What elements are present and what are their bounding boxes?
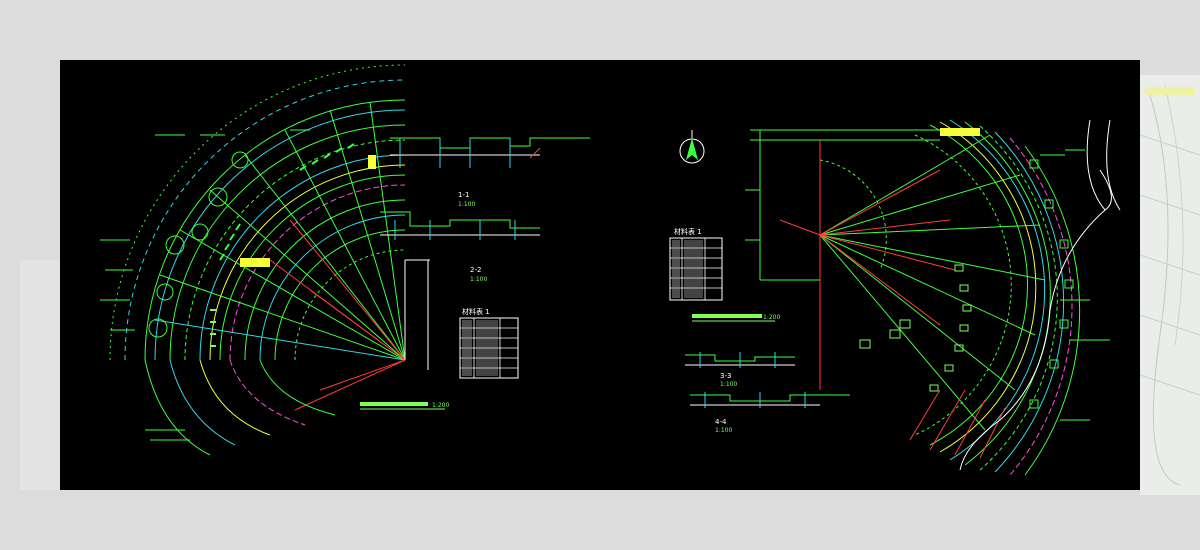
right-materials-table: 材料表 1 (669, 227, 723, 301)
section-4-4-drawing (690, 392, 820, 408)
right-curved-plan (745, 119, 1121, 476)
section-3-3-drawing (685, 352, 795, 368)
section-4-4-label: 4-4 (715, 418, 727, 426)
left-materials-table-title: 材料表 1 (462, 307, 490, 316)
section-2-2-label: 2-2 (470, 266, 481, 274)
right-plan-scale: 1:200 (763, 314, 780, 321)
section-1-1-drawing (390, 137, 590, 168)
section-2-2-drawing (380, 211, 540, 240)
left-curved-plan (100, 64, 430, 456)
section-1-1-label: 1-1 (458, 191, 469, 199)
background-drawing-lines (1140, 84, 1200, 486)
right-materials-table-title: 材料表 1 (674, 227, 702, 236)
left-plan-title-block: 1:200 (360, 402, 449, 410)
left-materials-table: 材料表 1 (459, 307, 519, 379)
section-4-4-scale: 1:100 (715, 427, 732, 434)
background-drawing-fragment-left (20, 260, 60, 490)
right-plan-title-block: 1:200 (692, 314, 780, 322)
north-arrow-icon (679, 130, 705, 164)
cad-drawing-svg: 1-1 1:100 2-2 1:100 材料表 1 1:200 (100, 64, 1121, 476)
section-3-3-label: 3-3 (720, 372, 731, 380)
background-drawing-fragment-right (1140, 75, 1200, 495)
cad-drawing-canvas[interactable]: 1-1 1:100 2-2 1:100 材料表 1 1:200 (60, 60, 1140, 490)
section-1-1-scale: 1:100 (458, 201, 475, 208)
section-3-3-scale: 1:100 (720, 381, 737, 388)
left-plan-scale: 1:200 (432, 402, 449, 409)
section-2-2-scale: 1:100 (470, 276, 487, 283)
